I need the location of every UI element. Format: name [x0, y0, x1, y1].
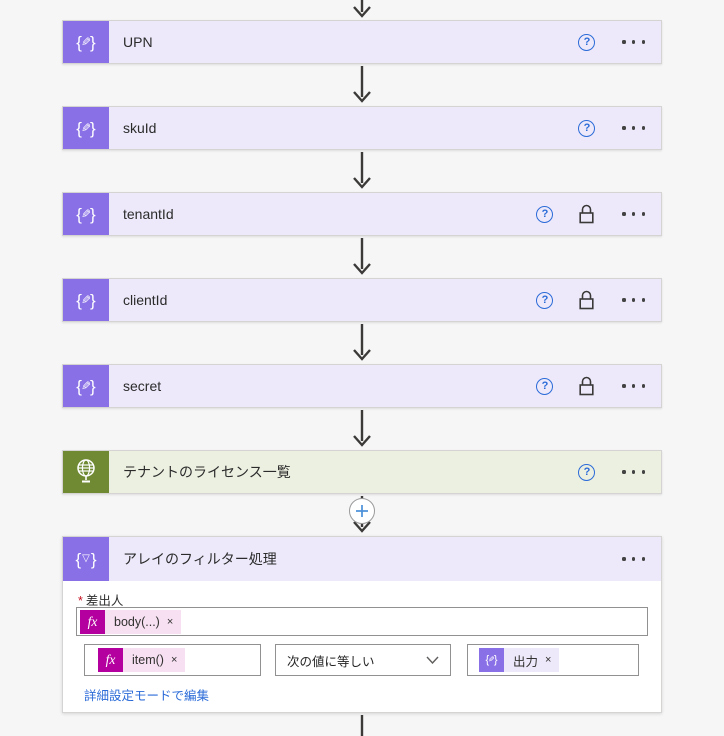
more-options-icon[interactable] — [620, 292, 647, 307]
card-title: アレイのフィルター処理 — [123, 551, 277, 567]
connector-stem — [350, 715, 374, 736]
more-options-icon[interactable] — [620, 120, 647, 135]
token-output[interactable]: {✎} 出力 × — [479, 648, 560, 672]
connector-with-insert — [336, 496, 388, 534]
variable-icon: {✎} — [63, 21, 109, 63]
filter-array-icon: {▽} — [63, 537, 109, 581]
help-icon[interactable]: ? — [578, 463, 596, 481]
variable-icon: {✎} — [63, 365, 109, 407]
action-card-clientid[interactable]: {✎} clientId ? — [62, 278, 662, 322]
help-icon[interactable]: ? — [536, 205, 554, 223]
help-icon[interactable]: ? — [536, 291, 554, 309]
operator-value: 次の値に等しい — [287, 654, 375, 669]
more-options-icon[interactable] — [620, 206, 647, 221]
more-options-icon[interactable] — [620, 464, 647, 479]
from-input[interactable]: fx body(...) × — [76, 607, 648, 636]
help-icon[interactable]: ? — [536, 377, 554, 395]
more-options-icon[interactable] — [620, 378, 647, 393]
action-card-upn[interactable]: {✎} UPN ? — [62, 20, 662, 64]
action-card-filter-array: {▽} アレイのフィルター処理 *差出人 fx body(...) × — [62, 536, 662, 713]
card-title: skuId — [123, 120, 157, 136]
expression-fx-badge: fx — [98, 648, 123, 672]
variable-badge-icon: {✎} — [479, 648, 504, 672]
remove-token-icon[interactable]: × — [545, 654, 552, 666]
action-card-secret[interactable]: {✎} secret ? — [62, 364, 662, 408]
token-body[interactable]: fx body(...) × — [80, 609, 182, 634]
card-title: clientId — [123, 292, 168, 308]
condition-left-input[interactable]: fx item() × — [84, 644, 261, 676]
help-icon[interactable]: ? — [578, 119, 596, 137]
variable-icon: {✎} — [63, 107, 109, 149]
card-title: secret — [123, 378, 162, 394]
card-title: tenantId — [123, 206, 174, 222]
action-card-tenantid[interactable]: {✎} tenantId ? — [62, 192, 662, 236]
filter-card-header[interactable]: {▽} アレイのフィルター処理 — [63, 537, 661, 581]
chevron-down-icon — [426, 656, 439, 664]
variable-icon: {✎} — [63, 193, 109, 235]
card-title: テナントのライセンス一覧 — [123, 464, 291, 480]
variable-icon: {✎} — [63, 279, 109, 321]
connector-arrow — [350, 238, 374, 276]
expression-fx-badge: fx — [80, 609, 105, 634]
insert-step-button[interactable] — [349, 498, 375, 524]
more-options-icon[interactable] — [620, 551, 647, 566]
filter-card-body: *差出人 fx body(...) × fx item() × 次の値に等しい — [63, 581, 661, 712]
connector-arrow — [350, 0, 374, 19]
remove-token-icon[interactable]: × — [170, 654, 178, 666]
help-icon[interactable]: ? — [578, 33, 596, 51]
connector-arrow — [350, 324, 374, 362]
connector-arrow — [350, 152, 374, 190]
card-title: UPN — [123, 34, 153, 50]
lock-icon — [578, 376, 595, 397]
from-field-label: *差出人 — [78, 594, 124, 608]
http-globe-icon — [63, 451, 109, 493]
lock-icon — [578, 204, 595, 225]
more-options-icon[interactable] — [620, 34, 647, 49]
edit-advanced-mode-link[interactable]: 詳細設定モードで編集 — [84, 689, 210, 703]
condition-right-input[interactable]: {✎} 出力 × — [467, 644, 639, 676]
action-card-skuid[interactable]: {✎} skuId ? — [62, 106, 662, 150]
connector-arrow — [350, 410, 374, 448]
token-item[interactable]: fx item() × — [98, 648, 186, 672]
operator-dropdown[interactable]: 次の値に等しい — [275, 644, 451, 676]
action-card-http-license-list[interactable]: テナントのライセンス一覧 ? — [62, 450, 662, 494]
lock-icon — [578, 290, 595, 311]
remove-token-icon[interactable]: × — [166, 615, 174, 628]
required-marker: * — [78, 594, 83, 608]
connector-arrow — [350, 66, 374, 104]
